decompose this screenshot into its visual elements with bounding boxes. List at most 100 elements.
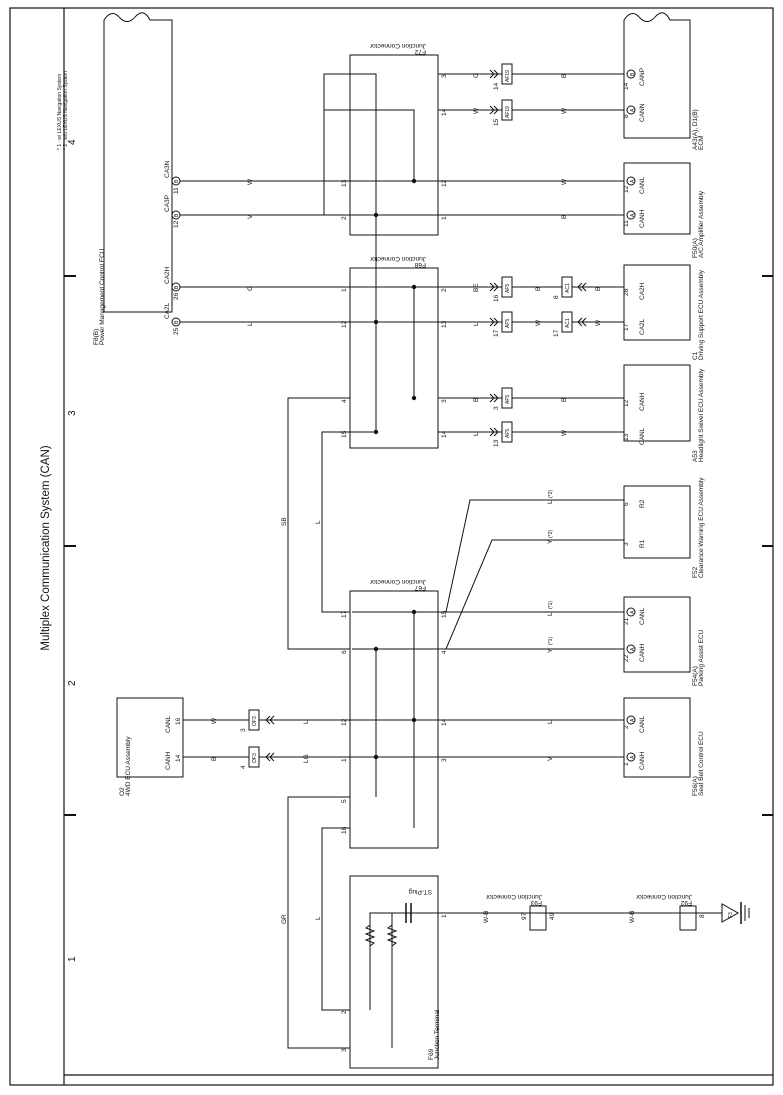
terminal-side: A [630, 108, 636, 112]
component-id: F54(A) [692, 666, 699, 686]
connector-code: AF5 [505, 395, 511, 404]
component-name: Seat Belt Control ECU [698, 731, 705, 796]
pin-number: 2 [341, 216, 348, 220]
dsecu-box [623, 264, 691, 341]
connector-pin: 14 [493, 82, 500, 90]
pin-number: 1 [441, 216, 448, 220]
pin-number: 21 [623, 617, 630, 625]
pin-number: 13 [441, 320, 448, 328]
wire-color: W [561, 107, 568, 114]
pin-number: 2 [341, 1010, 348, 1014]
wire-color: Y [547, 648, 554, 653]
pin-number: 1 [441, 914, 448, 918]
wire-gr [287, 796, 350, 1049]
connector-code: AC1 [565, 283, 571, 293]
pin-number: 14 [441, 108, 448, 116]
connector-arrows [265, 69, 587, 762]
zone-label: 3 [67, 410, 78, 416]
wire-color: W [595, 319, 602, 326]
pin-number: 2 [623, 725, 630, 729]
pin-name: CANH [639, 751, 646, 770]
component-name: Junction Connector [369, 578, 426, 585]
connector-pin: 3 [493, 406, 500, 410]
connector-code: AF19 [505, 106, 511, 118]
component-id: F92 [680, 899, 692, 906]
pin-number: 8 [623, 114, 630, 118]
pin-number: 17 [341, 610, 348, 618]
pin-number: 2 [441, 288, 448, 292]
zone-label: 2 [67, 680, 78, 686]
wire-cw-r1 [445, 539, 624, 650]
component-id: F69 [428, 1048, 435, 1060]
connector-pin: 17 [493, 329, 500, 337]
pin-number: 26 [173, 292, 180, 300]
f72-bus-w [323, 109, 415, 181]
pin-name: R2 [639, 499, 646, 508]
connector-code: AF5 [505, 319, 511, 328]
wire-color: B [535, 287, 542, 291]
component-name: A/C Amplifier Assembly [698, 190, 705, 258]
pin-number: 15 [441, 610, 448, 618]
pmecu-box [103, 12, 173, 313]
wire-color: W [247, 178, 254, 185]
pin-number: 3 [441, 399, 448, 403]
wire-color: L [315, 520, 322, 524]
pin-number: 11 [623, 220, 630, 227]
terminal-side: A [630, 647, 636, 651]
pin-number: 16 [175, 717, 182, 725]
connector-code: AF19 [505, 70, 511, 82]
pin-name: CANL [165, 715, 172, 733]
component-name: 4WD ECU Assembly [125, 736, 132, 796]
variant-mark: (*2) [548, 490, 554, 498]
pin-name: CANL [639, 176, 646, 194]
terminal-side: B [174, 285, 180, 289]
wire-cw-r2 [445, 499, 624, 613]
hlecu-box [623, 364, 691, 442]
wire-color: B [211, 757, 218, 761]
variant-mark: (*1) [548, 601, 554, 609]
pin-number: 12 [341, 718, 348, 726]
connector-pin: 8 [553, 295, 560, 299]
wire-color: V [247, 214, 254, 219]
component-name: Junction Connector [485, 893, 542, 900]
wire-color: GR [281, 914, 288, 924]
pin-number: 12 [623, 399, 630, 407]
acamp-box [623, 162, 691, 235]
wire-color: W [535, 319, 542, 326]
pin-number: 14 [441, 430, 448, 438]
wire-sb [287, 397, 350, 650]
pin-number: 12 [173, 220, 180, 228]
pin-name: CANL [639, 607, 646, 625]
wire-color: L [247, 322, 254, 326]
pin-name: CA2H [639, 282, 646, 300]
pin-number: 16 [341, 826, 348, 834]
pin-name: CANN [639, 103, 646, 122]
f72-box [349, 54, 439, 236]
component-name: ECM [698, 136, 705, 150]
wire-color: W [473, 107, 480, 114]
pin-name: CA2H [164, 266, 171, 284]
terminal-side: B [174, 320, 180, 324]
wire-color: L [547, 612, 554, 616]
connector-code: AC1 [565, 318, 571, 328]
wire-color: L [473, 432, 480, 436]
pin-number: 25 [173, 327, 180, 335]
paecu-box [623, 596, 691, 673]
wire-color: L [303, 720, 310, 724]
wire-color: W [561, 429, 568, 436]
component-id: F56(A) [692, 776, 699, 796]
pin-number: 14 [175, 754, 182, 762]
pin-number: 8 [699, 914, 706, 918]
component-id: F93 [530, 899, 542, 906]
variant-mark: (*2) [548, 530, 554, 538]
wire-color: W-B [629, 910, 636, 923]
pin-name: CANH [165, 751, 172, 770]
st-plug-leads [369, 912, 406, 1048]
pin-number: 17 [623, 323, 630, 331]
component-id: F72 [414, 48, 426, 55]
footnote: * 1 : w/ LEXUS Navigation System [57, 74, 63, 150]
pin-number: 12 [623, 185, 630, 193]
pin-number: 28 [623, 288, 630, 296]
terminal-side: B [630, 72, 636, 76]
zone-label: 4 [67, 139, 78, 145]
